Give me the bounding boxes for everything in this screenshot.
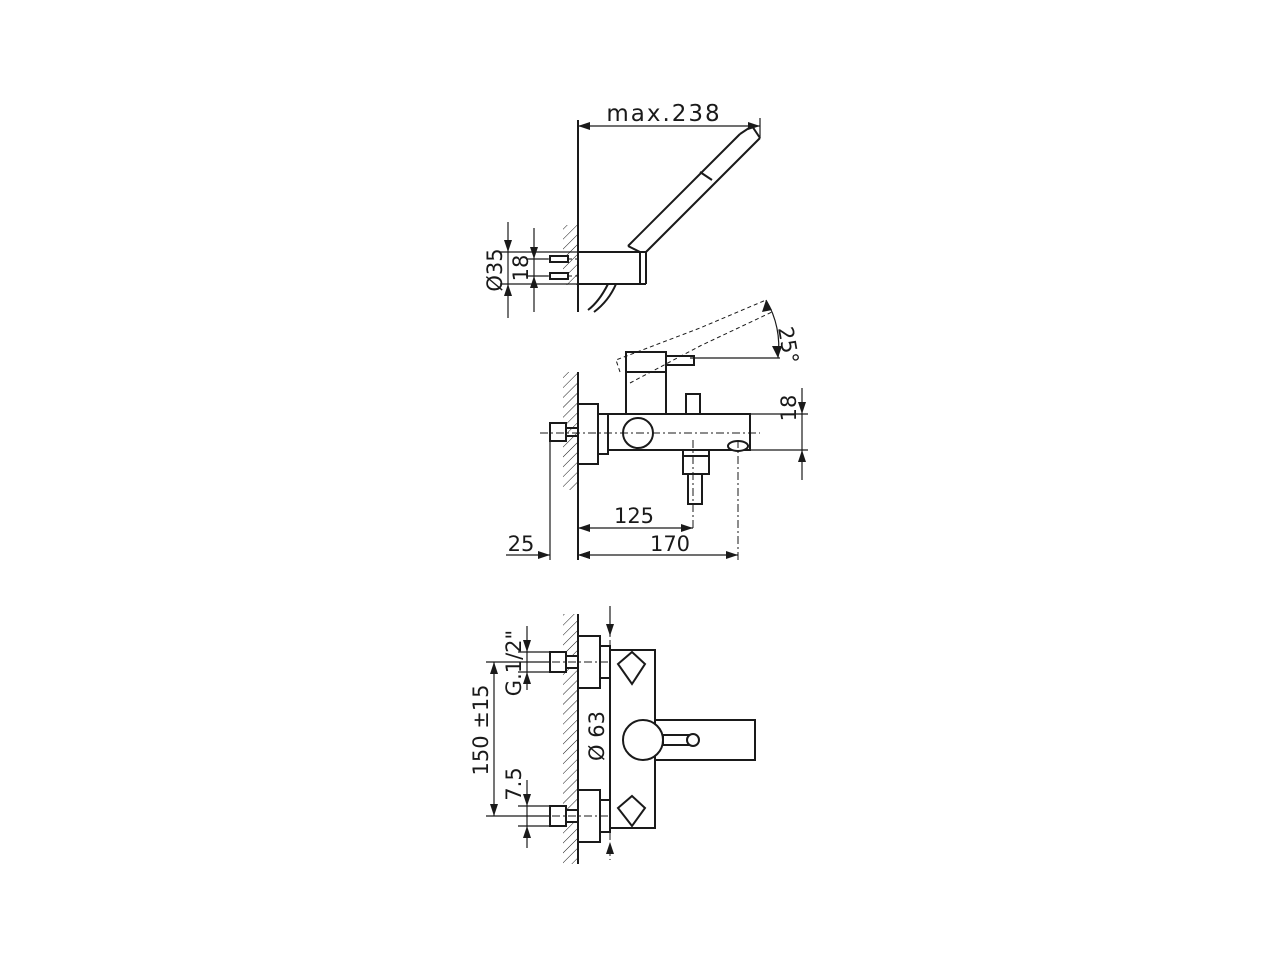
dim-thread: G.1/2": [502, 630, 526, 696]
lever-handle: [615, 299, 773, 384]
shower-outlet: [682, 440, 710, 530]
dim-adjust: 7.5: [502, 767, 526, 800]
cartridge-housing: [625, 371, 667, 415]
dim-spacing-18: 18: [509, 255, 533, 282]
shower-holder: [577, 251, 641, 285]
side-view: 25° 18 125 170 25: [506, 299, 808, 560]
wall-hatch: [563, 225, 578, 285]
hand-shower-view: max.238 Ø35 18: [483, 101, 761, 318]
diverter-knob: [685, 393, 701, 415]
front-view: G.1/2" 150 ±15 7.5 Ø 63: [469, 606, 756, 864]
dim-flange: Ø 63: [585, 711, 609, 761]
hose: [587, 283, 609, 311]
wall-hatch: [563, 372, 578, 490]
dim-lever-angle: 25°: [773, 325, 803, 366]
dim-eccentric: 25: [508, 532, 535, 556]
wall-hatch: [563, 614, 578, 864]
lever-front: [622, 719, 664, 761]
inlet-fitting: [549, 403, 609, 465]
lower-eccentric: [520, 789, 640, 843]
dim-spout-height: 18: [777, 395, 801, 422]
dim-diverter-offset: 125: [614, 504, 654, 528]
dim-diameter-35: Ø35: [483, 248, 507, 291]
dim-projection: 170: [650, 532, 690, 556]
dim-max-length: max.238: [606, 101, 721, 127]
hand-shower: [627, 125, 761, 253]
dim-centres: 150 ±15: [469, 684, 493, 775]
fixing-screws: [540, 255, 578, 280]
